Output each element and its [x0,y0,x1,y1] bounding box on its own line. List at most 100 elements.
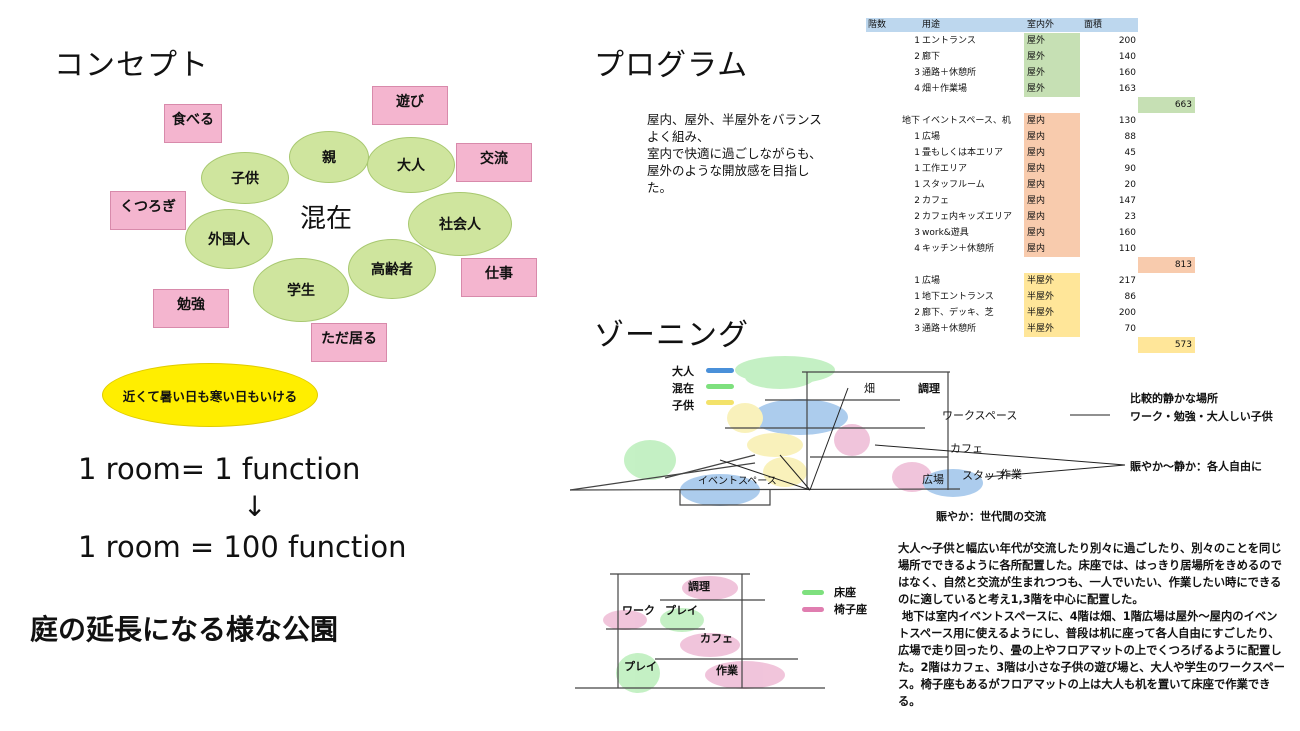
table-header: 階数 用途 室内外 面積 [866,17,1138,33]
activity-tag: 勉強 [153,289,229,328]
use-cell: 廊下、デッキ、芝 [922,308,994,318]
program-description: 屋内、屋外、半屋外をバランス よく組み、 室内で快適に過ごしながらも、 屋外のよ… [647,111,822,196]
use-cell: イベントスペース、机 [922,116,1011,126]
area-cell: 200 [1118,36,1136,46]
use-cell: 広場 [922,276,941,286]
use-cell: 廊下 [922,52,941,62]
use-cell: 広場 [922,132,941,142]
header-area: 面積 [1084,20,1103,30]
person-bubble: 親 [289,131,369,183]
use-cell: 通路＋休憩所 [922,68,977,78]
header-use: 用途 [922,20,941,30]
floor-cell: 4 [914,84,920,94]
activity-tag: 仕事 [461,258,537,297]
use-cell: 畑＋作業場 [922,84,968,94]
activity-tag: ただ居る [311,323,387,362]
activity-tag: くつろぎ [110,191,186,230]
legend-swatch [802,590,824,595]
person-bubble: 外国人 [185,209,273,269]
floor-cell: 1 [914,148,920,158]
total-cell: 663 [1138,97,1195,113]
use-cell: カフェ内キッズエリア [922,212,1013,222]
table-total-row: 813 [866,257,1196,273]
use-cell: 畳もしくは本エリア [922,148,1004,158]
desc-line: た。 [647,180,673,195]
desc-line: 屋外のような開放感を目指し [647,163,810,178]
room-label: 畑 [864,382,875,395]
room-label: 広場 [922,473,944,486]
area-cell: 45 [1124,148,1136,158]
floor-cell: 1 [914,164,920,174]
inout-cell: 屋内 [1024,193,1080,209]
floor-cell: 2 [914,196,920,206]
area-cell: 130 [1118,116,1136,126]
room-label: 調理 [688,580,710,593]
concept-title: コンセプト [54,48,209,83]
room-label: プレイ [665,604,698,617]
inout-cell: 屋外 [1024,81,1080,97]
area-cell: 217 [1118,276,1136,286]
inout-cell: 半屋外 [1024,321,1080,337]
room-label: ワーク [622,604,655,617]
inout-cell: 屋外 [1024,33,1080,49]
legend-mixed: 混在 [672,382,694,395]
room-label: イベントスペース [698,476,777,487]
use-cell: スタッフルーム [922,180,985,190]
area-cell: 110 [1118,244,1136,254]
floor-cell: 2 [914,308,920,318]
room-label: ワークスペース [942,409,1018,422]
area-cell: 23 [1124,212,1136,222]
table-total-row: 663 [866,97,1196,113]
person-bubble: 大人 [367,137,455,193]
desc-line: 屋内、屋外、半屋外をバランス [647,112,822,127]
zoning-title: ゾーニング [594,318,749,353]
slogan: 庭の延長になる様な公園 [30,613,339,646]
person-bubble: 高齢者 [348,239,436,299]
room-label: カフェ [950,442,983,455]
inout-cell: 屋内 [1024,129,1080,145]
inout-cell: 半屋外 [1024,273,1080,289]
total-cell: 813 [1138,257,1195,273]
legend-child: 子供 [672,399,694,412]
room-label: 作業 [1000,468,1022,481]
note-ellipse: 近くて暑い日も寒い日もいける [102,363,318,427]
use-cell: カフェ [922,196,950,206]
use-cell: 工作エリア [922,164,968,174]
floor-cell: 1 [914,36,920,46]
program-title: プログラム [594,48,749,83]
room-label: スタッフ [962,469,1006,482]
center-label: 混在 [300,204,353,234]
inout-cell: 半屋外 [1024,305,1080,321]
activity-tag: 交流 [456,143,532,182]
area-cell: 88 [1124,132,1136,142]
area-cell: 160 [1118,228,1136,238]
header-inout: 室内外 [1027,20,1055,30]
floor-cell: 3 [914,324,920,334]
legend-floor-seat: 床座 [834,586,856,599]
legend-swatch [706,368,734,373]
legend-swatch [802,607,824,612]
annotation-lively: 賑やか：世代間の交流 [936,510,1046,523]
person-bubble: 子供 [201,152,289,204]
use-cell: 地下エントランス [922,292,994,302]
floor-cell: 3 [914,68,920,78]
area-cell: 140 [1118,52,1136,62]
floor-cell: 2 [914,212,920,222]
header-floor: 階数 [868,20,887,30]
inout-cell: 屋内 [1024,145,1080,161]
room-label: プレイ [624,660,657,673]
